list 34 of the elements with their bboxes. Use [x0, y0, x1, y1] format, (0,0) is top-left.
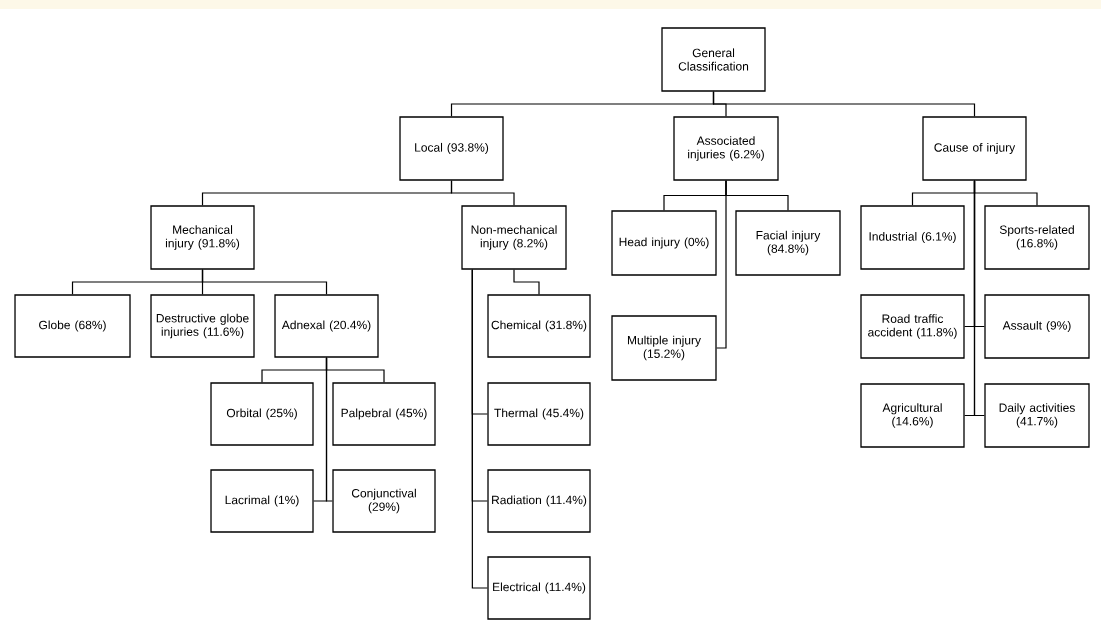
category-box: Destructive globe injuries (11.6%) [150, 294, 255, 358]
category-box: Daily activities (41.7%) [984, 383, 1090, 448]
connector-line [513, 269, 540, 295]
category-box: Industrial (6.1%) [860, 205, 965, 270]
category-box: Road traffic accident (11.8%) [860, 294, 965, 359]
category-box: Adnexal (20.4%) [274, 294, 379, 358]
category-box: Thermal (45.4%) [487, 382, 591, 446]
connector-line [973, 180, 985, 417]
category-box: Head injury (0%) [611, 210, 717, 276]
category-box: Electrical (11.4%) [487, 556, 591, 620]
category-box: Local (93.8%) [399, 116, 504, 181]
category-box: Sports-related (16.8%) [984, 205, 1090, 270]
connector-line [325, 357, 333, 502]
category-box: Lacrimal (1%) [210, 469, 314, 533]
category-box: Conjunctival (29%) [332, 469, 436, 533]
connector-line [712, 91, 976, 117]
connector-line [201, 269, 328, 295]
category-box: Globe (68%) [14, 294, 131, 358]
category-box: Assault (9%) [984, 294, 1090, 359]
category-box: Cause of injury [922, 116, 1027, 181]
connector-line [716, 180, 727, 349]
category-box: Orbital (25%) [210, 382, 314, 446]
category-box: General Classification [661, 27, 766, 92]
category-box: Chemical (31.8%) [487, 294, 591, 358]
category-box: Agricultural (14.6%) [860, 383, 965, 448]
connector-line [471, 269, 488, 589]
category-box: Radiation (11.4%) [487, 469, 591, 533]
category-box: Multiple injury (15.2%) [611, 315, 717, 381]
category-box: Non-mechanical injury (8.2%) [461, 205, 567, 270]
connector-line [450, 180, 515, 206]
category-box: Associated injuries (6.2%) [673, 116, 779, 181]
category-box: Mechanical injury (91.8%) [150, 205, 255, 270]
category-box: Palpebral (45%) [332, 382, 436, 446]
category-box: Facial injury (84.8%) [735, 210, 841, 276]
